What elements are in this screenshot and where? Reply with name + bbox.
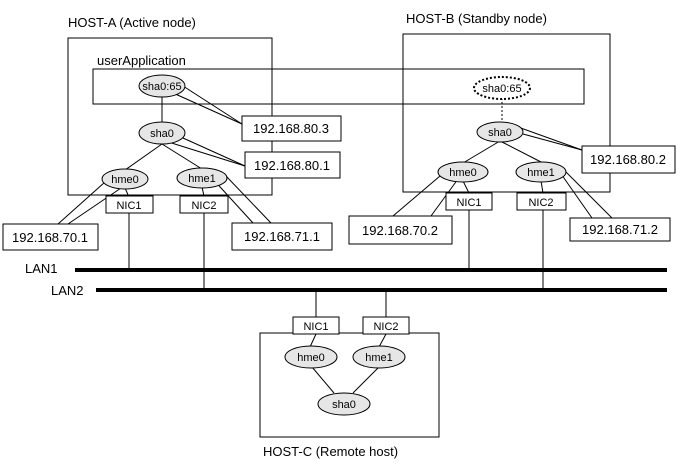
host-c-hme0-node	[284, 345, 338, 369]
address-b-hme0-label: 192.168.70.2	[362, 223, 438, 238]
host-c-sha0-label: sha0	[332, 399, 356, 411]
address-a-hme0-box	[2, 223, 99, 251]
address-b-hme1-label: 192.168.71.2	[582, 222, 658, 237]
host-c-nic2-label: NIC2	[373, 321, 398, 333]
user-application-box	[92, 68, 585, 105]
host-c-box	[259, 332, 440, 438]
address-b-hme1-box	[569, 217, 671, 242]
host-b-hme1-label: hme1	[527, 167, 555, 179]
host-b-nic2-box	[516, 192, 567, 211]
host-b-takeover-label: sha0:65	[482, 83, 521, 95]
host-b-takeover-node	[473, 76, 531, 100]
user-application-label: userApplication	[97, 53, 186, 68]
host-c-hme1-node	[352, 345, 406, 369]
host-a-hme1-label: hme1	[188, 173, 216, 185]
interface-nodes	[101, 74, 567, 416]
host-c-nic2-box	[362, 316, 410, 335]
host-a-title: HOST-A (Active node)	[68, 15, 196, 30]
host-b-hme0-node	[437, 161, 489, 183]
host-b-hme1-node	[515, 161, 567, 183]
host-a-box	[67, 37, 273, 196]
host-c-nic1-box	[292, 316, 340, 335]
host-c-sha0-node	[317, 392, 371, 416]
lan2-label: LAN2	[51, 283, 84, 298]
address-a-takeover-label: 192.168.80.3	[253, 121, 329, 136]
address-a-hme1-label: 192.168.71.1	[244, 229, 320, 244]
host-b-nic1-box	[445, 192, 493, 211]
host-a-sha0-node	[138, 121, 186, 145]
address-a-takeover-box	[241, 115, 342, 142]
host-a-nic2-box	[179, 195, 229, 214]
host-a-nic1-label: NIC1	[116, 200, 141, 212]
address-a-sha0-box	[244, 151, 341, 179]
address-boxes	[2, 115, 676, 251]
host-a-hme0-node	[101, 168, 149, 190]
host-b-sha0-label: sha0	[488, 127, 512, 139]
lan1-label: LAN1	[25, 261, 58, 276]
host-a-takeover-label: sha0:65	[142, 81, 181, 93]
address-b-sha0-box	[581, 145, 676, 174]
host-a-nic1-box	[105, 195, 154, 214]
connection-lines	[57, 85, 613, 394]
host-c-hme0-label: hme0	[297, 352, 325, 364]
host-b-nic1-label: NIC1	[456, 197, 481, 209]
host-b-title: HOST-B (Standby node)	[406, 11, 547, 26]
host-c-nic1-label: NIC1	[303, 321, 328, 333]
host-b-box	[402, 33, 611, 193]
address-a-hme0-label: 192.168.70.1	[12, 230, 88, 245]
host-c-title: HOST-C (Remote host)	[263, 444, 398, 459]
host-a-nic2-label: NIC2	[191, 200, 216, 212]
host-b-hme0-label: hme0	[449, 167, 477, 179]
host-a-takeover-node	[138, 74, 186, 98]
host-b-nic2-label: NIC2	[528, 197, 553, 209]
host-a-hme1-node	[176, 167, 228, 189]
address-b-hme0-box	[348, 215, 453, 245]
address-b-sha0-label: 192.168.80.2	[590, 152, 666, 167]
host-c-hme1-label: hme1	[365, 352, 393, 364]
address-a-sha0-label: 192.168.80.1	[254, 158, 330, 173]
host-b-sha0-node	[476, 121, 524, 143]
address-a-hme1-box	[231, 222, 333, 251]
nic-boxes	[105, 192, 567, 335]
host-a-hme0-label: hme0	[111, 174, 139, 186]
host-a-sha0-label: sha0	[150, 128, 174, 140]
